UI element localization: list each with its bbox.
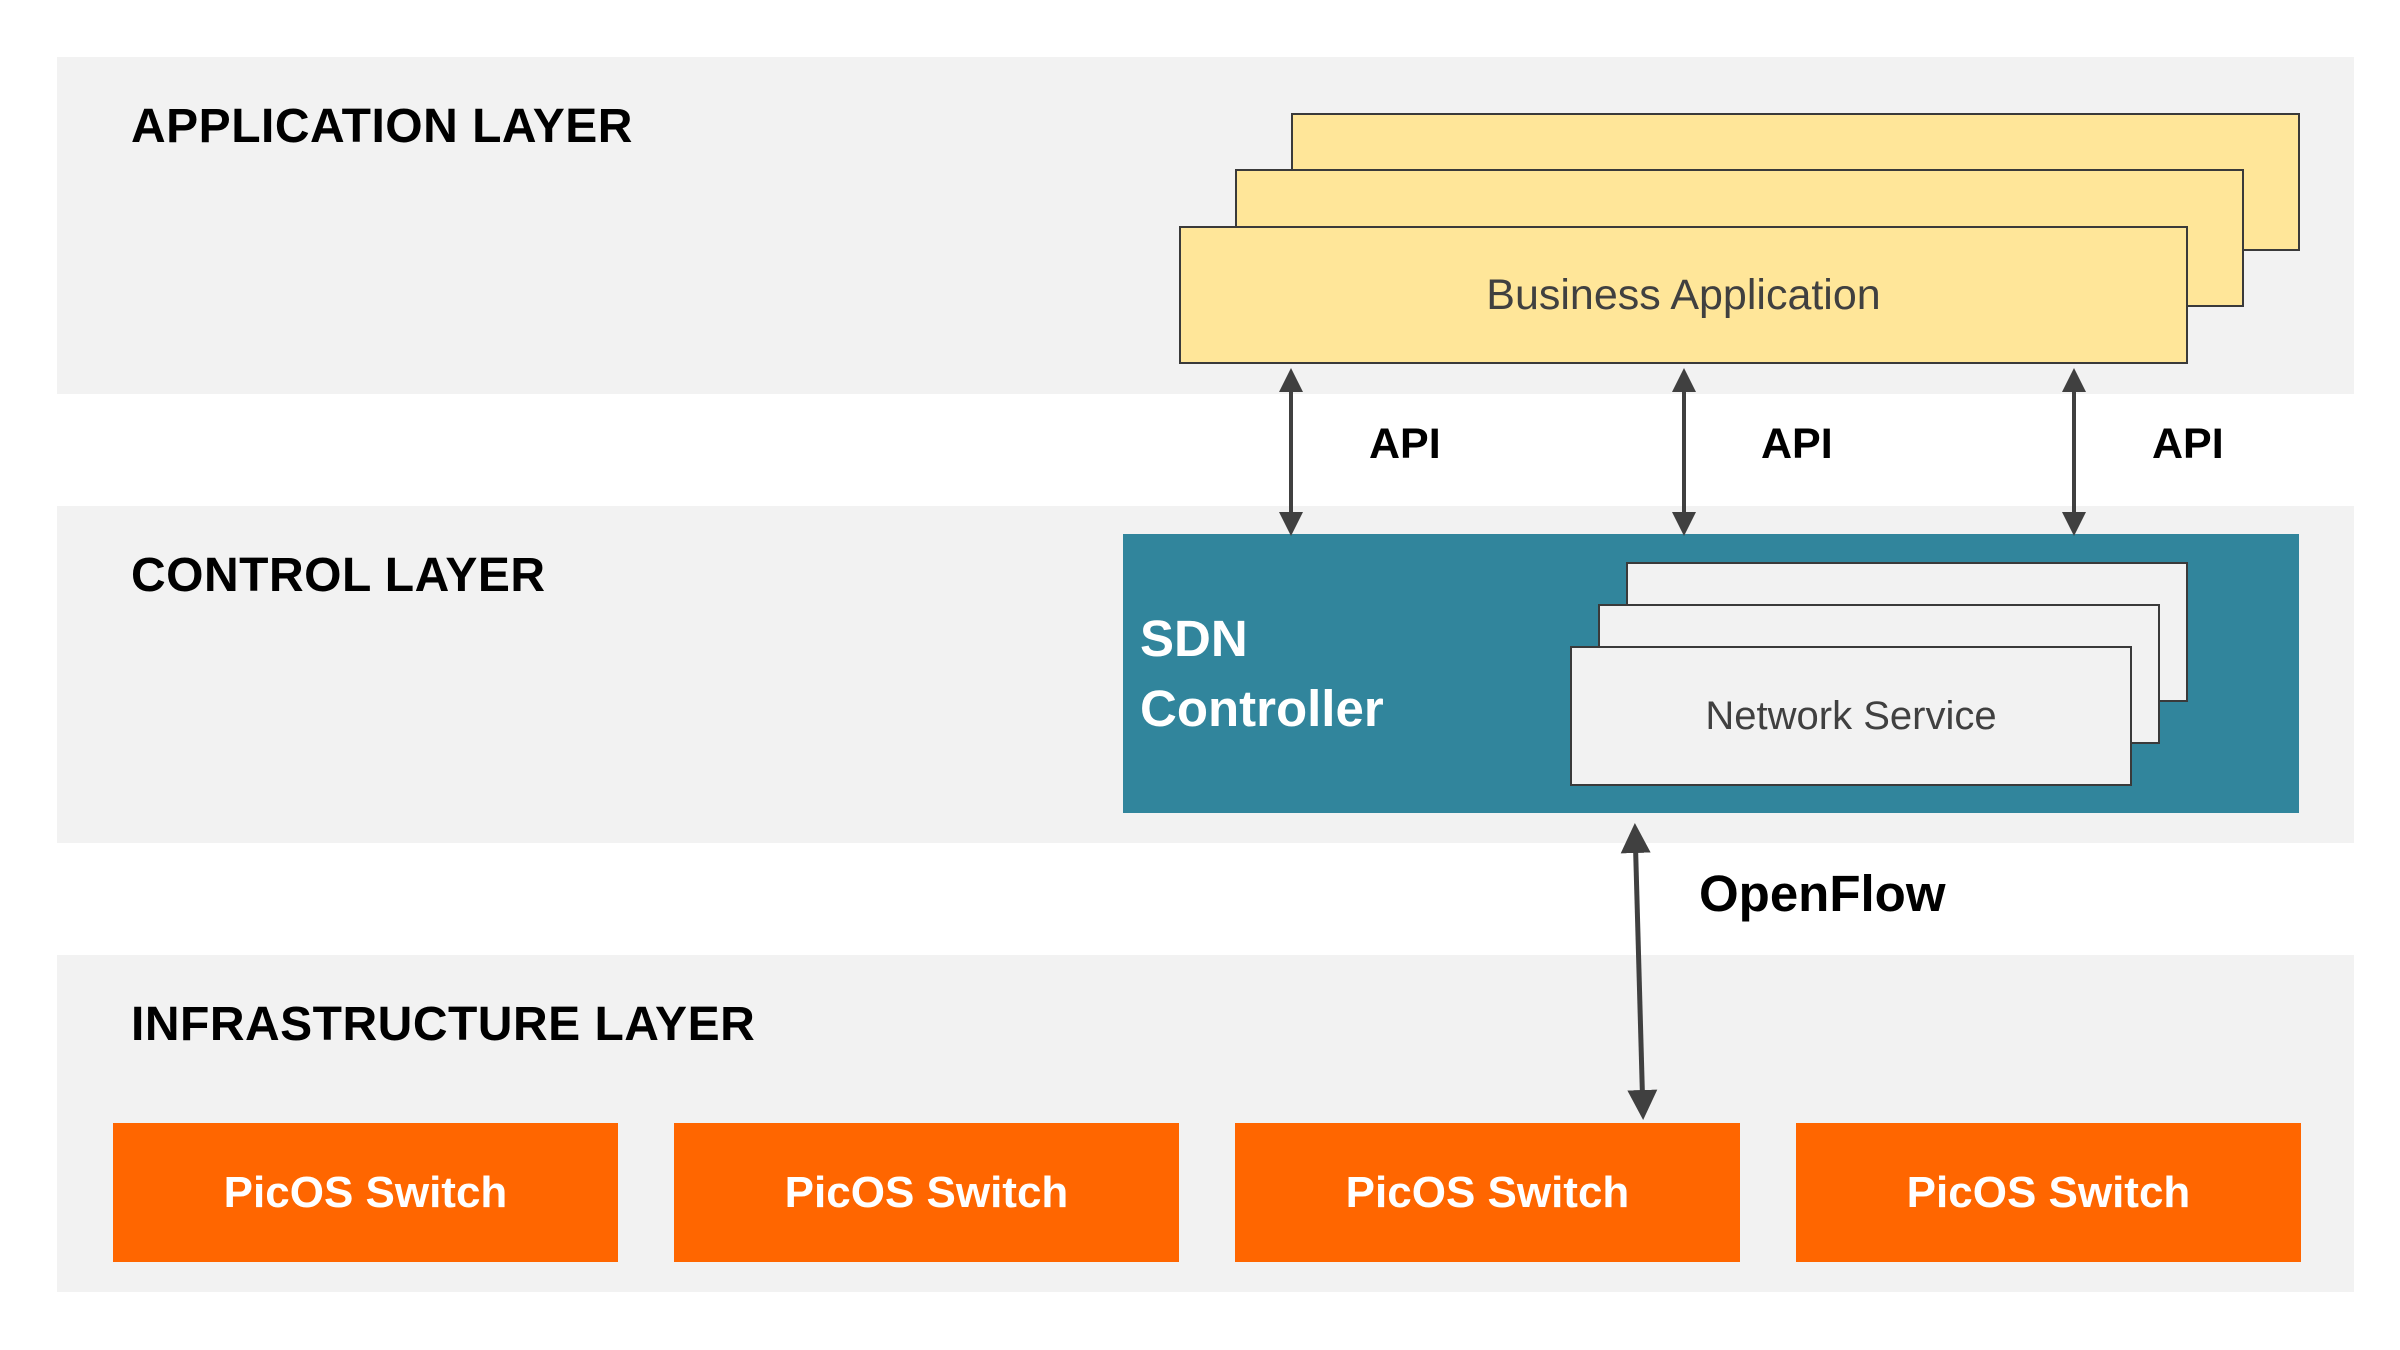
api-label-1: API (1369, 420, 1441, 468)
network-service-box: Network Service (1570, 646, 2132, 786)
application-layer-title: APPLICATION LAYER (131, 100, 633, 153)
picos-switch-4: PicOS Switch (1796, 1123, 2301, 1262)
business-application-label: Business Application (1486, 270, 1881, 319)
sdn-controller-label-line2: Controller (1140, 680, 1384, 737)
control-layer-title: CONTROL LAYER (131, 549, 546, 602)
business-application-box: Business Application (1179, 226, 2188, 364)
infrastructure-layer-title: INFRASTRUCTURE LAYER (131, 998, 756, 1051)
api-label-2: API (1761, 420, 1833, 468)
picos-switch-3: PicOS Switch (1235, 1123, 1740, 1262)
openflow-label: OpenFlow (1699, 865, 1946, 922)
api-label-3: API (2152, 420, 2224, 468)
network-service-label: Network Service (1705, 693, 1997, 738)
picos-switch-2: PicOS Switch (674, 1123, 1179, 1262)
sdn-controller-label: SDN Controller (1140, 604, 1540, 744)
sdn-controller-box: SDN Controller Network Service (1123, 534, 2299, 813)
picos-switch-1: PicOS Switch (113, 1123, 618, 1262)
sdn-controller-label-line1: SDN (1140, 610, 1248, 667)
